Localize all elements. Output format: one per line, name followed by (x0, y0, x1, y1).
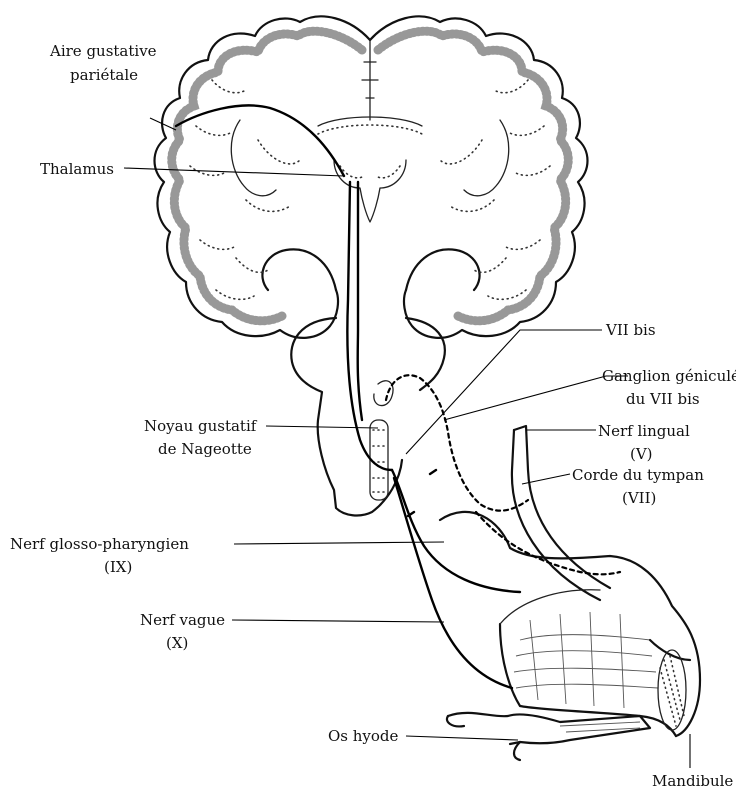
label-ganglion-2: du VII bis (626, 390, 700, 408)
brain-coronal-section (155, 16, 588, 337)
label-corde-tympan-1: Corde du tympan (572, 466, 704, 484)
label-nerf-vague-1: Nerf vague (140, 611, 225, 629)
label-thalamus: Thalamus (40, 160, 114, 178)
label-nerf-vague-2: (X) (166, 634, 188, 652)
label-noyau-gustatif-1: Noyau gustatif (144, 417, 258, 435)
label-vii-bis: VII bis (605, 321, 656, 339)
label-nerf-glosso-1: Nerf glosso-pharyngien (10, 535, 189, 553)
nerve-pathways (176, 105, 620, 688)
label-nerf-lingual-1: Nerf lingual (598, 422, 690, 440)
label-ganglion-1: Ganglion géniculé (602, 367, 736, 385)
label-nerf-glosso-2: (IX) (104, 558, 132, 576)
labels: Aire gustative pariétale Thalamus Noyau … (10, 42, 736, 790)
label-nerf-lingual-2: (V) (630, 445, 653, 463)
label-os-hyode: Os hyode (328, 727, 399, 745)
label-aire-gustative-2: pariétale (70, 66, 138, 84)
brainstem (291, 318, 445, 515)
label-mandibule: Mandibule (652, 772, 733, 790)
label-aire-gustative-1: Aire gustative (49, 42, 157, 60)
label-corde-tympan-2: (VII) (622, 489, 656, 507)
label-noyau-gustatif-2: de Nageotte (158, 440, 252, 458)
